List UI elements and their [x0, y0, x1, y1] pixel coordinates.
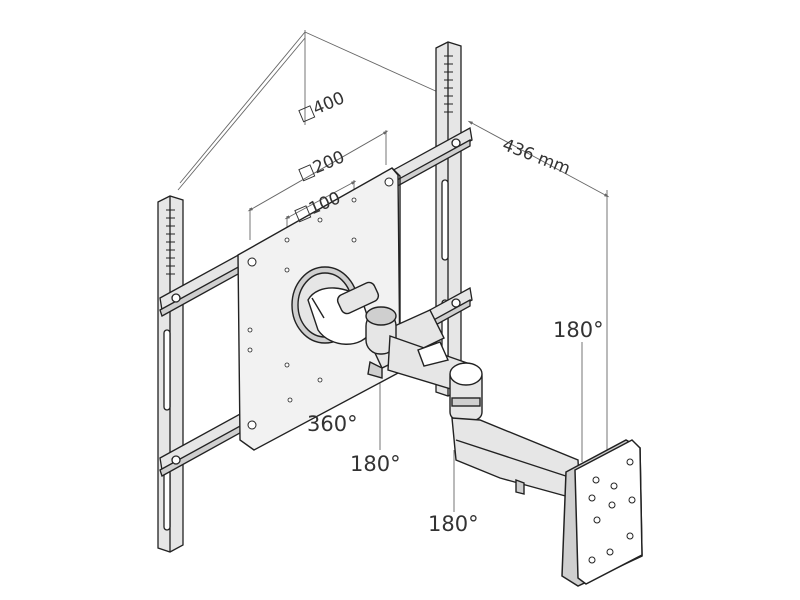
- articulating-arm: [365, 306, 581, 501]
- left-vertical-rail: [157, 195, 184, 553]
- middle-joint-rotation-label: 180°: [428, 512, 479, 536]
- wall-plate: [561, 439, 643, 587]
- plate-swivel-label: 360°: [307, 412, 358, 436]
- inner-joint-rotation-label: 180°: [350, 452, 401, 476]
- wall-joint-rotation-label: 180°: [553, 318, 604, 342]
- swivel-hub: [291, 266, 380, 345]
